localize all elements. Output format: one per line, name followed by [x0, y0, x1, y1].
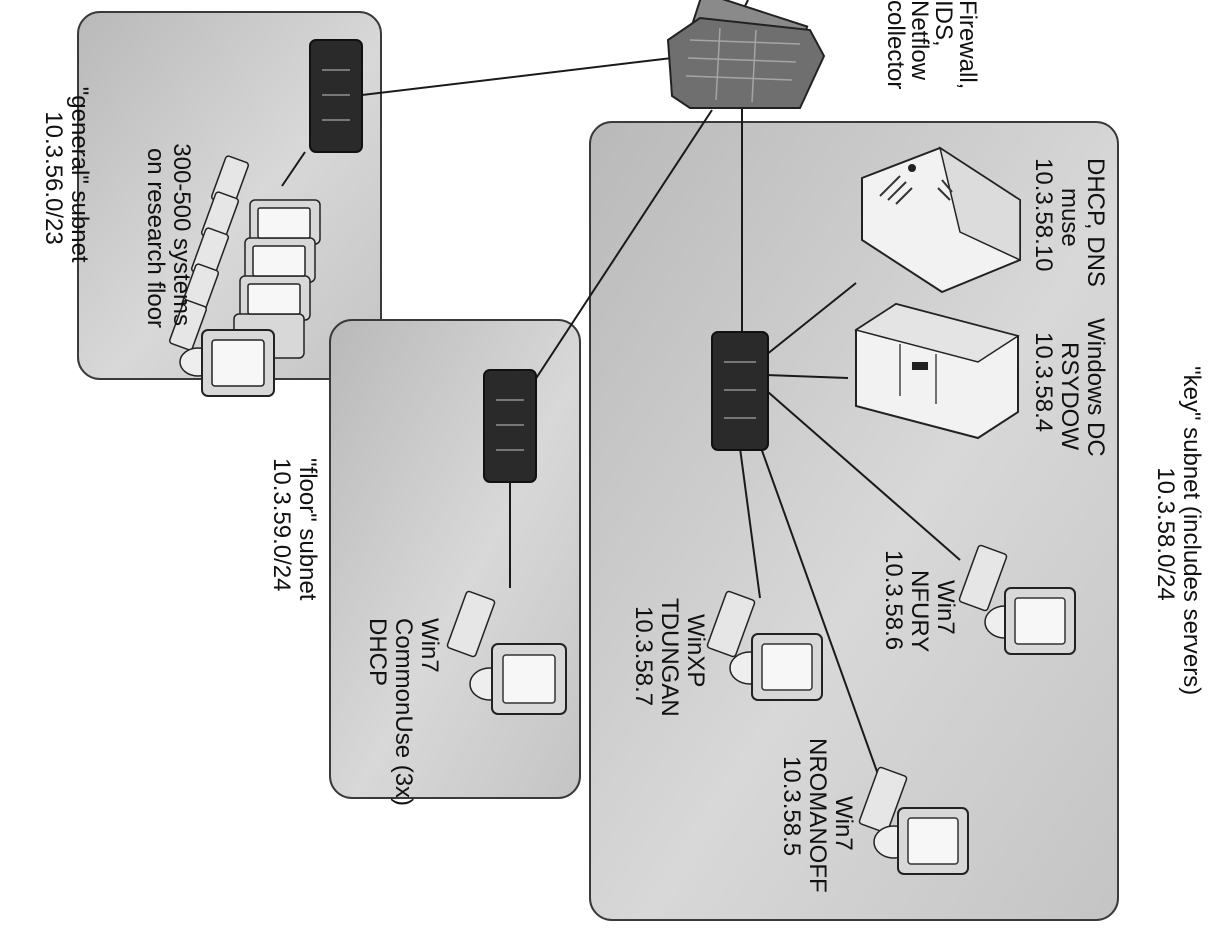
svg-text:Firewall, IDS, Net: Firewall, IDS, Netflow collector [882, 0, 981, 96]
general-subnet-label: "general" subnet 10.3.56.0/23 [40, 87, 93, 270]
floor-subnet-label: "floor" subnet 10.3.59.0/24 [268, 458, 321, 607]
link-firewall-general-switch [362, 58, 672, 95]
floor-host-line: DHCP [364, 618, 391, 686]
nfury-line: NFURY [906, 570, 933, 652]
server-muse-line: 10.3.58.10 [1030, 158, 1057, 271]
firewall-icon [668, 0, 824, 108]
general-subnet-cidr: 10.3.56.0/23 [40, 111, 67, 244]
tdungan-line: TDUNGAN [656, 598, 683, 717]
general-subnet-name: "general" subnet [66, 87, 93, 263]
general-hosts-line: 300-500 systems [168, 143, 195, 326]
firewall-label: Firewall, IDS, Netflow collector [882, 0, 981, 96]
svg-text:"floor" subnet 10.3.59.0: "floor" subnet 10.3.59.0/24 [268, 458, 321, 607]
server-muse-line: muse [1056, 188, 1083, 247]
server-rsydow-line: Windows DC [1082, 318, 1109, 457]
nfury-line: Win7 [932, 580, 959, 635]
floor-host-line: Win7 [416, 618, 443, 673]
key-subnet-name: "key" subnet (includes servers) [1178, 366, 1205, 695]
floor-subnet-name: "floor" subnet [294, 458, 321, 601]
server-rsydow-line: 10.3.58.4 [1030, 332, 1057, 432]
firewall-label-line: Netflow [906, 0, 933, 81]
firewall-label-line: Firewall, [954, 0, 981, 89]
key-subnet-label: "key" subnet (includes servers) 10.3.58.… [1152, 366, 1205, 702]
floor-host-line: CommonUse (3x) [390, 618, 417, 806]
firewall-label-line: collector [882, 0, 909, 89]
nromanoff-line: NROMANOFF [804, 738, 831, 893]
floor-switch-icon [484, 370, 536, 482]
nfury-line: 10.3.58.6 [880, 550, 907, 650]
key-switch-icon [712, 332, 768, 450]
general-switch-icon [310, 40, 362, 152]
nromanoff-line: Win7 [830, 796, 857, 851]
svg-text:"key" subnet (includes servers: "key" subnet (includes servers) 10.3.58.… [1152, 366, 1205, 702]
tdungan-line: 10.3.58.7 [630, 606, 657, 706]
tdungan-line: WinXP [682, 614, 709, 687]
key-subnet-cidr: 10.3.58.0/24 [1152, 467, 1179, 600]
svg-text:300-500 systems on resea: 300-500 systems on research floor [142, 143, 195, 332]
nromanoff-line: 10.3.58.5 [778, 756, 805, 856]
floor-subnet-panel [330, 320, 580, 798]
general-hosts-label: 300-500 systems on research floor [142, 143, 195, 332]
firewall-label-line: IDS, [930, 0, 957, 47]
svg-text:"general" subnet 10.3.56: "general" subnet 10.3.56.0/23 [40, 87, 93, 270]
server-muse-line: DHCP, DNS [1082, 158, 1109, 287]
general-hosts-line: on research floor [142, 148, 169, 328]
floor-subnet-cidr: 10.3.59.0/24 [268, 458, 295, 591]
server-rsydow-line: RSYDOW [1056, 342, 1083, 450]
